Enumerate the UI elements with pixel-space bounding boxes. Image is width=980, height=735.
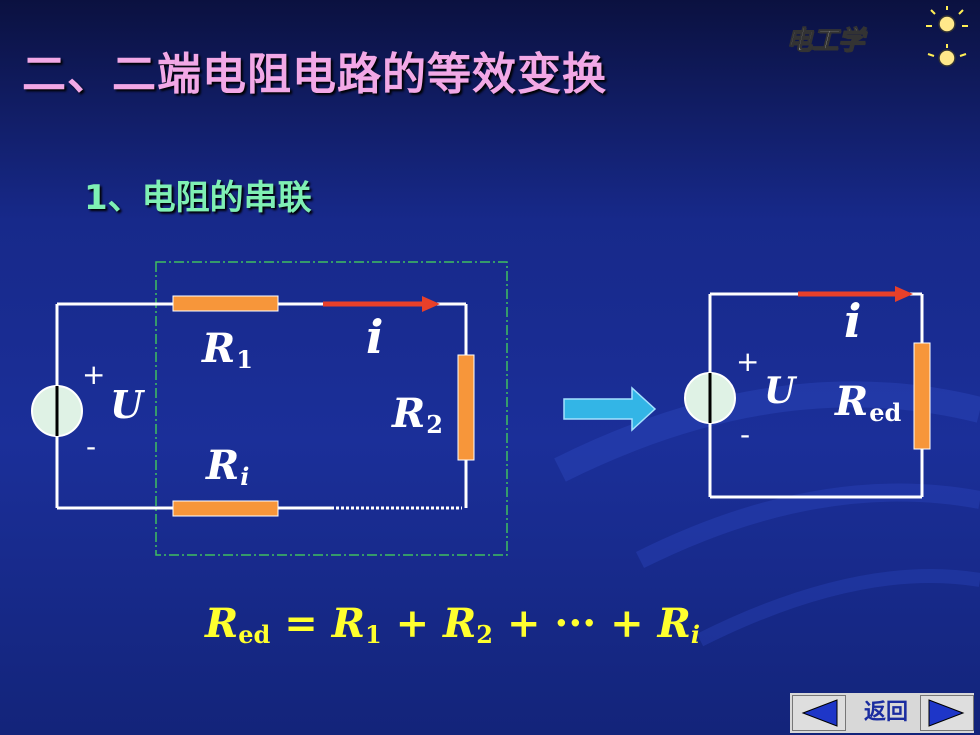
resistor-r1 [172,295,279,312]
plus-sign-left: + [82,358,106,391]
next-button[interactable] [920,695,974,731]
equivalence-arrow-icon [563,386,657,432]
return-button[interactable]: 返回 [863,700,908,725]
current-arrow-left [323,296,440,312]
series-group-box [155,261,508,556]
triangle-left-icon [801,699,838,727]
resistor-r2 [457,354,475,461]
minus-sign-right: - [740,418,751,451]
label-source-right: U [764,370,796,412]
current-arrow-right [798,286,913,302]
slide-title: 二、二端电阻电路的等效变换 [22,49,607,100]
voltage-source-right-icon [684,372,736,424]
voltage-source-left-icon [31,385,83,437]
equivalent-resistance-formula: Red = R1 + R2 + ··· + Ri [205,600,700,649]
prev-button[interactable] [792,695,846,731]
triangle-right-icon [928,699,965,727]
label-red: Red [835,378,902,427]
label-current-left: i [366,310,384,364]
minus-sign-left: - [86,430,97,463]
label-r2: R2 [392,390,443,439]
label-current-right: i [844,294,862,348]
resistor-ri [172,500,279,517]
label-ri: Ri [206,442,250,491]
plus-sign-right: + [736,345,760,378]
logo: 电工学 [785,26,865,57]
resistor-red [913,342,931,450]
label-source-left: U [110,382,144,427]
label-r1: R1 [202,325,253,374]
slide-subtitle: 1、电阻的串联 [84,178,312,218]
lightbulb-icon [926,6,968,67]
